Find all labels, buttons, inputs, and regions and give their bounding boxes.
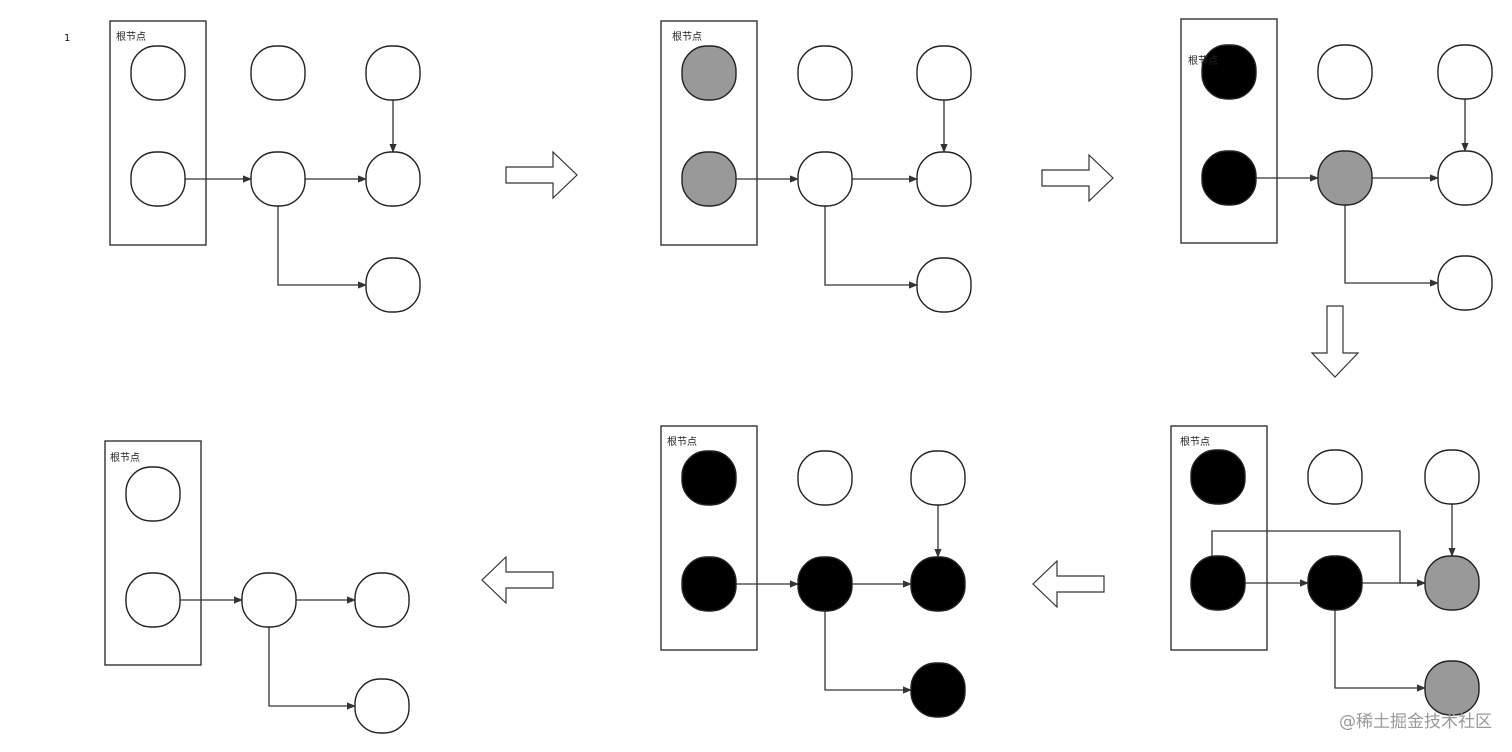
node-gray xyxy=(1317,150,1373,206)
page-number: 1 xyxy=(64,33,70,44)
node-black xyxy=(1307,555,1363,611)
node-white xyxy=(797,450,853,506)
node-black xyxy=(797,556,853,612)
node-black xyxy=(1201,44,1257,100)
node-black xyxy=(681,556,737,612)
node-white xyxy=(916,45,972,101)
flow-arrow-4-to-5 xyxy=(1032,559,1105,609)
node-white xyxy=(916,151,972,207)
node-gray xyxy=(681,45,737,101)
root-set-label: 根节点 xyxy=(1188,54,1218,67)
panel-1: 根节点 xyxy=(109,20,421,313)
node-white xyxy=(130,151,186,207)
node-white xyxy=(250,45,306,101)
node-black xyxy=(1190,449,1246,505)
node-white xyxy=(1437,150,1493,206)
edge-middle-to-bottom xyxy=(268,627,356,710)
root-set-frame xyxy=(660,20,758,246)
node-gray xyxy=(1424,660,1480,716)
node-white xyxy=(354,678,410,734)
root-set-frame xyxy=(104,440,202,666)
node-white xyxy=(125,572,181,628)
node-black xyxy=(910,556,966,612)
node-white xyxy=(365,45,421,101)
node-black xyxy=(1190,555,1246,611)
node-white xyxy=(125,466,181,522)
node-white xyxy=(1307,449,1363,505)
edge-middle-to-bottom xyxy=(824,611,912,694)
panel-2: 根节点 xyxy=(660,20,972,313)
root-set-frame xyxy=(1180,18,1278,244)
panel-6: 根节点 xyxy=(104,440,410,734)
panel-4: 根节点 xyxy=(1170,425,1480,716)
node-black xyxy=(1201,150,1257,206)
panel-3: 根节点 xyxy=(1180,18,1493,311)
node-white xyxy=(1437,44,1493,100)
edge-middle-to-bottom xyxy=(824,206,918,289)
node-white xyxy=(354,572,410,628)
node-gray xyxy=(1424,555,1480,611)
flow-arrow-5-to-6 xyxy=(481,555,554,605)
flow-arrow-2-to-3 xyxy=(1041,153,1114,203)
node-white xyxy=(130,45,186,101)
panel-5: 根节点 xyxy=(660,425,966,718)
edge-middle-to-bottom xyxy=(1334,610,1426,692)
node-white xyxy=(241,572,297,628)
root-set-label: 根节点 xyxy=(672,30,702,43)
node-white xyxy=(1424,449,1480,505)
root-set-frame xyxy=(1170,425,1268,651)
root-set-label: 根节点 xyxy=(116,30,146,43)
root-set-frame xyxy=(109,20,207,246)
node-gray xyxy=(681,151,737,207)
node-white xyxy=(910,450,966,506)
root-set-label: 根节点 xyxy=(667,435,697,448)
node-white xyxy=(250,151,306,207)
node-white xyxy=(916,257,972,313)
node-white xyxy=(365,257,421,313)
root-set-label: 根节点 xyxy=(110,451,140,464)
node-white xyxy=(1317,44,1373,100)
edge-middle-to-bottom xyxy=(1344,205,1439,287)
root-set-frame xyxy=(660,425,758,651)
node-black xyxy=(681,450,737,506)
edge-middle-to-bottom xyxy=(277,206,367,289)
flow-arrow-1-to-2 xyxy=(505,150,578,200)
node-white xyxy=(797,151,853,207)
node-white xyxy=(1437,255,1493,311)
root-set-label: 根节点 xyxy=(1180,435,1210,448)
flow-arrow-3-to-4 xyxy=(1310,305,1360,378)
node-white xyxy=(365,151,421,207)
node-white xyxy=(797,45,853,101)
watermark: @稀土掘金技术社区 xyxy=(1339,712,1492,732)
node-black xyxy=(910,662,966,718)
edge-root-loop-to-right xyxy=(1211,530,1426,587)
